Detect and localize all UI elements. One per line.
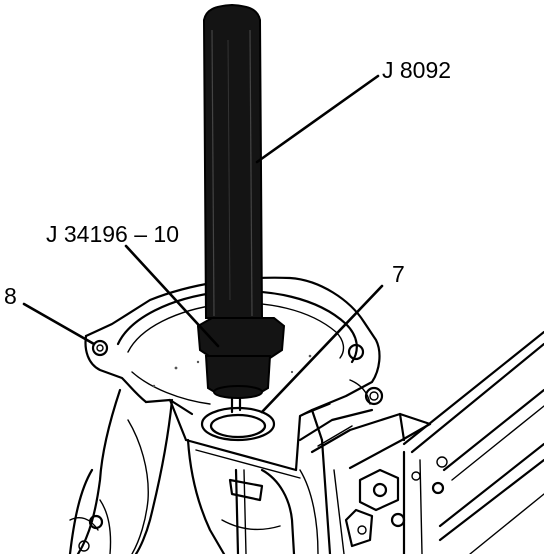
shift-linkage (298, 330, 544, 554)
leader-j34196-10 (124, 244, 220, 348)
label-part-8: 8 (4, 283, 17, 309)
label-j34196-10: J 34196 – 10 (46, 221, 179, 247)
transmission-case (68, 388, 319, 554)
label-part-7: 7 (392, 261, 405, 287)
leader-part-8 (22, 302, 96, 346)
driver-handle-j8092 (202, 3, 264, 319)
installer-adapter-j34196-10 (196, 317, 286, 399)
leader-j8092 (255, 74, 380, 164)
label-j8092: J 8092 (382, 57, 451, 83)
front-bore-housing (144, 394, 331, 472)
callout-labels: J 8092 J 34196 – 10 7 8 (4, 57, 451, 309)
bell-housing-flange (84, 276, 384, 412)
leader-part-7 (260, 284, 384, 414)
callout-leaders (22, 74, 384, 414)
